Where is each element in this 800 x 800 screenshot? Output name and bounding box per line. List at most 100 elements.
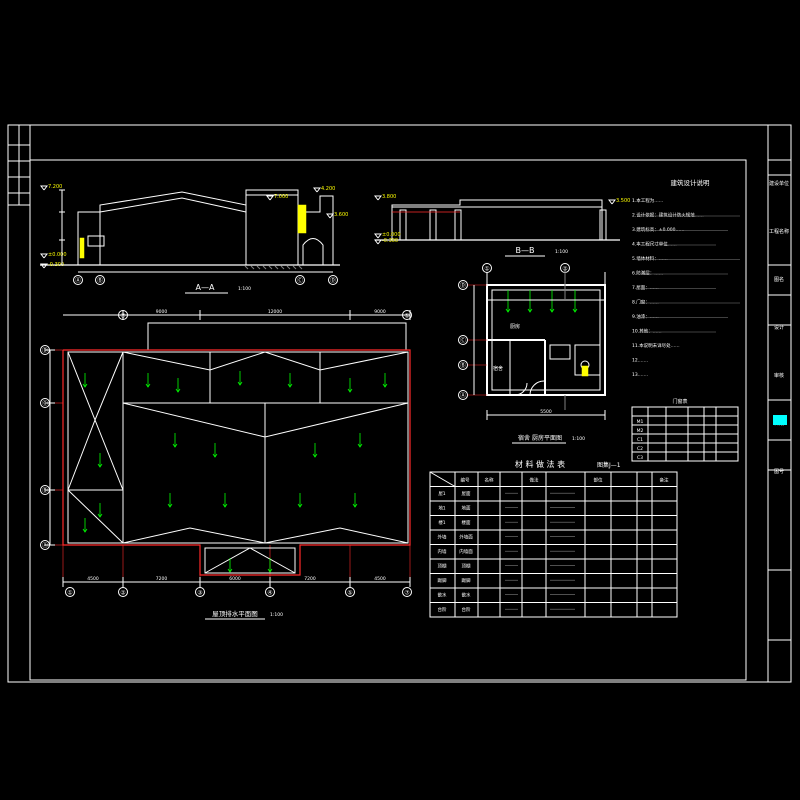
notes-title: 建筑设计说明 xyxy=(671,178,711,187)
kitchen-axis-left-0-circle xyxy=(458,280,468,290)
material-table-cell: 台阶 xyxy=(462,606,471,613)
roof-axis-bottom-1: ② xyxy=(120,590,126,597)
title-block-label: 工程名称 xyxy=(769,228,789,235)
bb-elevation-mark xyxy=(608,199,616,205)
bb-title: B—B xyxy=(516,246,535,255)
aa-hatch xyxy=(292,265,297,270)
drainage-arrow-head xyxy=(287,383,293,388)
bb-elevation-mark xyxy=(374,195,382,201)
drainage-arrow-head xyxy=(227,568,233,573)
drainage-arrow-head xyxy=(145,383,151,388)
aa-axis-2-circle xyxy=(295,275,305,285)
aa-elevation-label: ±0.000 xyxy=(48,252,67,258)
notes-line: 12.…… xyxy=(632,358,648,364)
drainage-arrow-head xyxy=(352,503,358,508)
aa-elevation-mark xyxy=(313,187,321,193)
aa-elevation-mark xyxy=(266,195,274,201)
roof-axis-top-1: ① xyxy=(404,313,409,320)
roof-dim-top-label: 9000 xyxy=(156,309,168,315)
aa-axis-1-circle xyxy=(95,275,105,285)
bb-elevation-label: ±0.000 xyxy=(382,232,401,238)
aa-axis-2: Ⓒ xyxy=(297,277,303,285)
kitchen-plan-scale: 1:100 xyxy=(572,436,585,442)
notes-line: 1.本工程为…… xyxy=(632,197,663,204)
bb-scale: 1:100 xyxy=(555,249,568,255)
bb-outline xyxy=(391,199,603,240)
bb-column xyxy=(399,209,407,241)
material-table-cell: 内墙 xyxy=(438,548,447,555)
aa-hatch xyxy=(250,265,255,270)
drainage-arrow-head xyxy=(357,443,363,448)
title-block-label: 建设单位 xyxy=(769,180,789,187)
aa-elevation-label: 7.200 xyxy=(48,184,62,190)
kitchen-axis-left-2-circle xyxy=(458,360,468,370)
roof-top-strip xyxy=(147,322,407,351)
aa-window xyxy=(87,235,105,247)
roof-axis-left-3-circle xyxy=(40,540,50,550)
material-table-diag xyxy=(429,471,456,487)
aa-title: A—A xyxy=(196,283,215,292)
roof-axis-left-2: Ⓑ xyxy=(42,487,48,495)
material-table-cell: 楼面 xyxy=(462,519,471,526)
bb-elevation-label: -0.300 xyxy=(382,238,398,244)
roof-axis-bottom-2: ③ xyxy=(197,590,202,597)
drainage-arrow-head xyxy=(172,443,178,448)
material-table-cell: 内墙面 xyxy=(459,548,473,555)
roof-axis-bottom-2-circle xyxy=(195,587,205,597)
roof-dim-top-label: 9000 xyxy=(374,309,386,315)
material-table-cell: 散水 xyxy=(438,592,447,599)
drainage-arrow-head xyxy=(312,453,318,458)
kitchen-arrow-head xyxy=(549,308,555,313)
drainage-arrow-head xyxy=(297,503,303,508)
notes-line: 13.…… xyxy=(632,372,648,378)
drainage-arrow-head xyxy=(97,463,103,468)
aa-tall-block xyxy=(245,189,299,266)
aa-elevation-mark xyxy=(326,213,334,219)
aa-axis-1: Ⓑ xyxy=(97,277,103,285)
aa-hall-outline xyxy=(77,191,247,265)
roof-axis-bottom-3: ④ xyxy=(267,590,272,597)
drainage-arrow-head xyxy=(167,503,173,508)
roof-axis-left-3: Ⓐ xyxy=(42,542,48,550)
kitchen-axis-left-3-circle xyxy=(458,390,468,400)
roof-dim-bottom-label: 7200 xyxy=(156,576,168,582)
material-table-header: 部位 xyxy=(594,476,603,483)
door-table-cell: C3 xyxy=(637,455,643,461)
title-block xyxy=(767,124,792,683)
roof-left-diag xyxy=(67,351,96,491)
roof-dim-top-label: 12000 xyxy=(268,309,282,315)
roof-panel-bottom xyxy=(204,547,296,574)
material-table-cell: 台阶 xyxy=(438,606,447,613)
bb-elevation-label: 3.800 xyxy=(382,194,396,200)
roof-axis-left-2-circle xyxy=(40,485,50,495)
inner-border xyxy=(29,159,747,681)
aa-axis-3-circle xyxy=(328,275,338,285)
bb-column xyxy=(454,209,462,241)
material-table-cell: 屋面 xyxy=(462,491,471,497)
kitchen-yellow-fixture xyxy=(581,365,589,377)
notes-line: 5.墙体材料：…… xyxy=(632,255,668,262)
aa-arch-door xyxy=(302,238,324,265)
material-table-code: 图集J—1 xyxy=(597,461,621,469)
roof-axis-bottom-0-circle xyxy=(65,587,75,597)
aa-hatch xyxy=(280,265,285,270)
kitchen-axis-left-0: Ⓓ xyxy=(460,282,466,290)
kitchen-plan-title: 宿舍 厨房平面图 xyxy=(518,434,562,442)
kitchen-axis-top-0-circle xyxy=(482,263,492,273)
kitchen-axis-left-1: Ⓒ xyxy=(460,337,466,345)
material-table-cell: 顶棚 xyxy=(438,563,447,570)
aa-hatch xyxy=(298,265,303,270)
roof-left-lower-diag xyxy=(67,489,124,544)
roof-axis-top-1-circle xyxy=(402,310,412,320)
material-table-cell: 踢脚 xyxy=(438,577,447,584)
aa-axis-0: Ⓐ xyxy=(75,277,81,285)
roof-dim-bottom-label: 6000 xyxy=(229,576,241,582)
aa-hatch xyxy=(268,265,273,270)
roof-bottom-diag xyxy=(204,547,296,574)
title-block-label: 设计 xyxy=(774,324,784,331)
drainage-arrow-head xyxy=(82,383,88,388)
roof-axis-bottom-5-circle xyxy=(402,587,412,597)
aa-elevation-label: 7.000 xyxy=(274,194,288,200)
notes-line: 3.建筑标高：±0.000…… xyxy=(632,226,684,233)
